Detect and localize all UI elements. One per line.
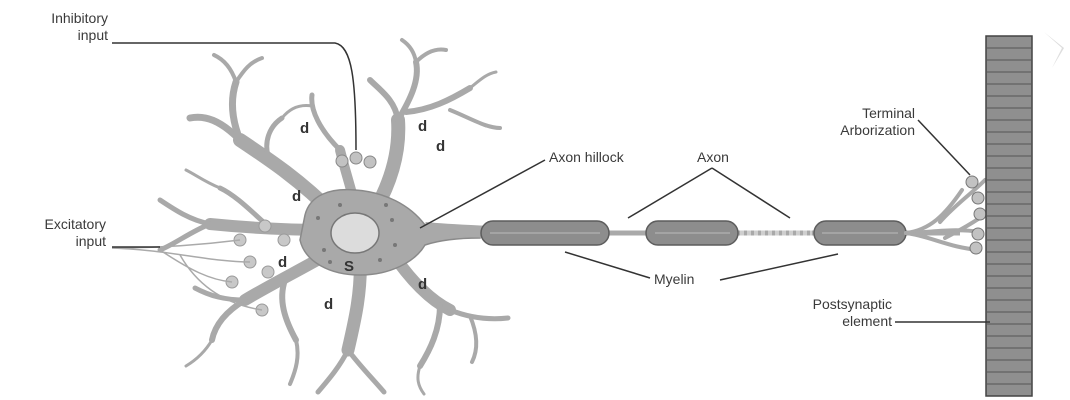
label-dendrite: d [300,120,309,137]
label-dendrite: d [278,254,287,271]
label-dendrite: d [418,118,427,135]
label-axon: Axon [697,149,729,166]
label-terminal-arborization: Terminal Arborization [800,105,915,139]
label-dendrite: d [418,276,427,293]
chevron-right-icon [1044,32,1064,68]
leader-lines [112,43,990,322]
label-dendrite: d [292,188,301,205]
label-dendrite: d [324,296,333,313]
label-axon-hillock: Axon hillock [549,149,624,166]
nucleus [331,213,379,253]
label-soma: S [344,258,354,275]
label-postsynaptic-element: Postsynaptic element [792,296,892,330]
label-excitatory-input: Excitatory input [6,216,106,250]
label-myelin: Myelin [654,271,694,288]
postsynaptic-element [986,36,1032,396]
label-dendrite: d [436,138,445,155]
label-inhibitory-input: Inhibitory input [20,10,108,44]
